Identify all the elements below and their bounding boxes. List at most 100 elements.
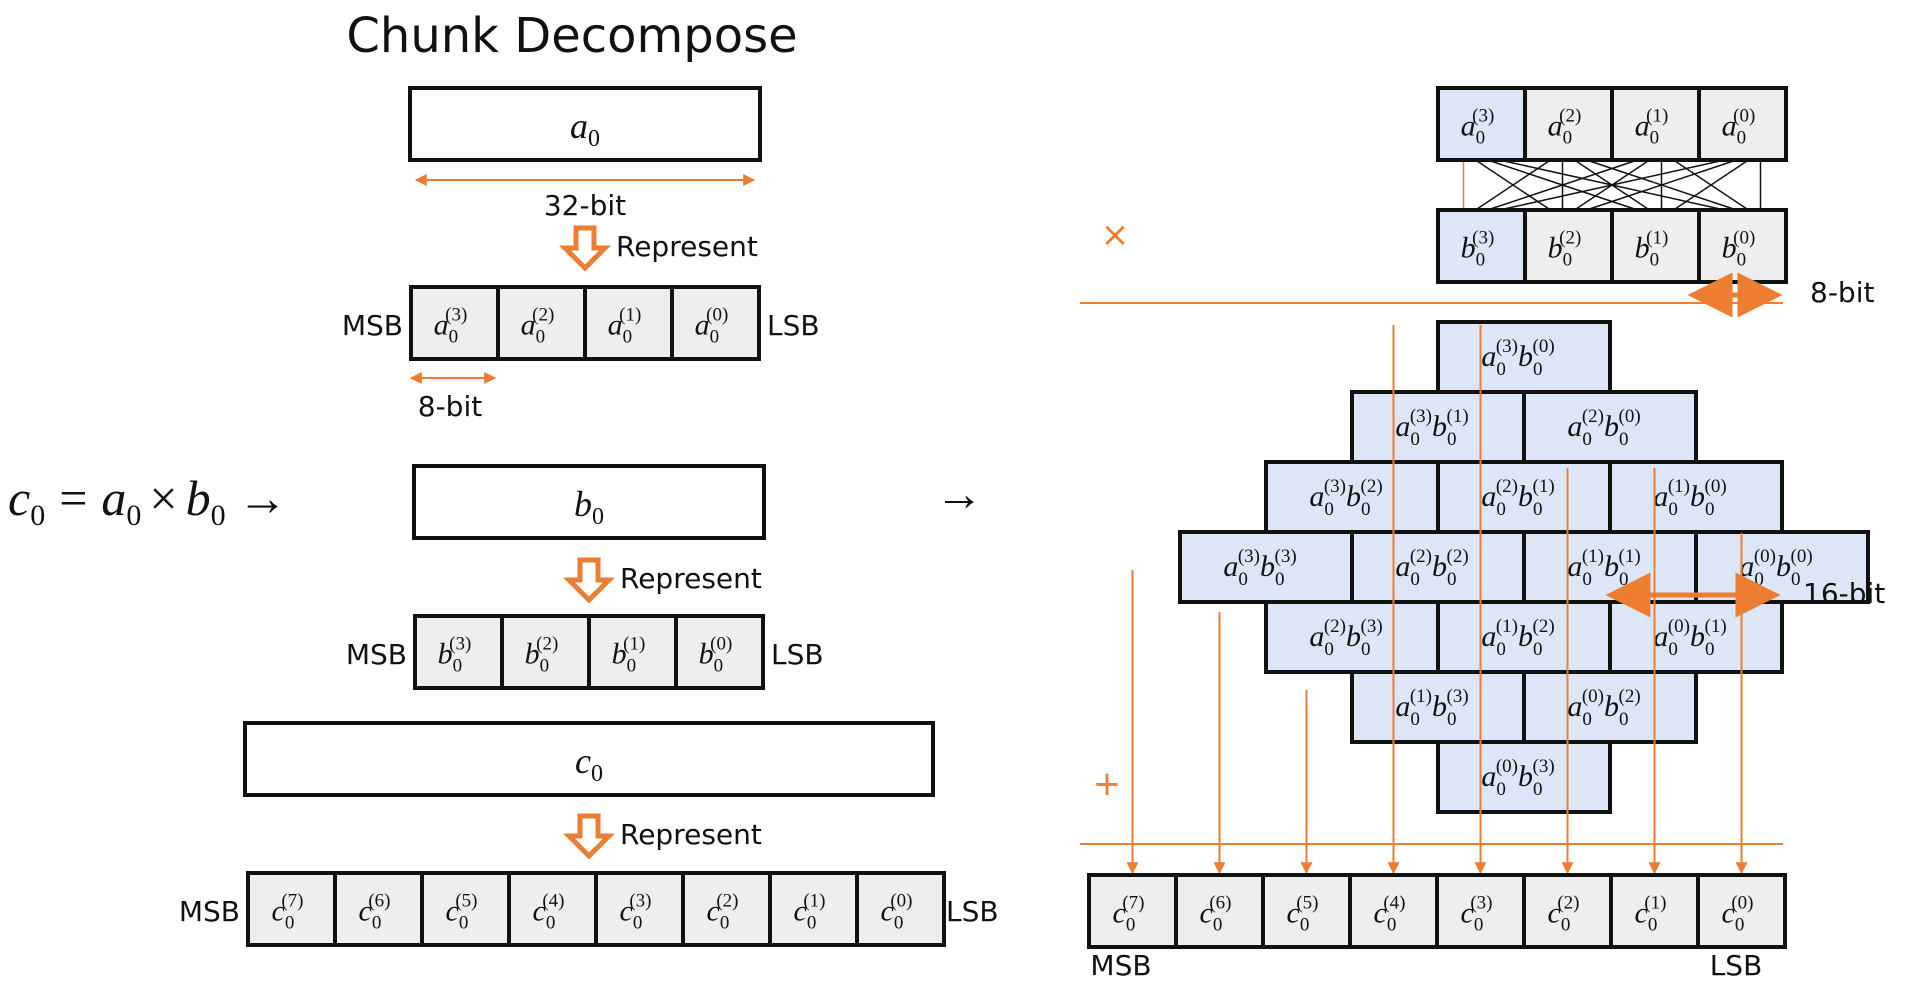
represent-step: Represent (562, 813, 762, 860)
a-chunk-3: a0(3) (409, 285, 500, 361)
c-chunk-2: c0(2) (681, 871, 772, 947)
right-a-chunk-3: a0(3) (1436, 86, 1527, 162)
svg-text:c0: c0 (575, 741, 603, 787)
svg-text:a0(1)b0(3): a0(1)b0(3) (1395, 686, 1468, 730)
svg-text:c0(1): c0(1) (1635, 893, 1667, 936)
svg-text:a0(1)b0(0): a0(1)b0(0) (1653, 476, 1726, 520)
lsb-label: LSB (1710, 949, 1763, 982)
b-chunk-3: b0(3) (413, 614, 504, 690)
right-c-chunk-1: c0(1) (1609, 873, 1700, 949)
a-chunk-0: a0(0) (670, 285, 761, 361)
svg-text:a0(2)b0(1): a0(2)b0(1) (1481, 476, 1554, 520)
word-a0: a0 (408, 86, 762, 162)
svg-text:c0(4): c0(4) (1374, 893, 1406, 936)
svg-text:a0(2): a0(2) (521, 305, 555, 348)
c-chunk-7: c0(7) (246, 871, 337, 947)
svg-text:c0(3): c0(3) (1461, 893, 1493, 936)
label-16bit: 16-bit (1803, 577, 1885, 610)
partial-product: a0(1)b0(2) (1436, 600, 1612, 674)
right-a-chunk-2: a0(2) (1523, 86, 1614, 162)
right-b-chunk-0: b0(0) (1697, 208, 1788, 284)
svg-text:a0(2)b0(0): a0(2)b0(0) (1567, 406, 1640, 450)
svg-text:a0(3): a0(3) (1461, 106, 1495, 149)
svg-text:c0(7): c0(7) (272, 891, 304, 934)
svg-text:b0(3): b0(3) (438, 634, 472, 677)
svg-text:a0(2)b0(3): a0(2)b0(3) (1309, 616, 1382, 660)
svg-text:c0(4): c0(4) (533, 891, 565, 934)
plus-sign: + (1093, 764, 1122, 804)
msb-label: MSB (1090, 949, 1151, 982)
c-chunk-3: c0(3) (594, 871, 685, 947)
svg-text:b0(2): b0(2) (1548, 228, 1582, 271)
svg-text:a0(1): a0(1) (608, 305, 642, 348)
svg-text:a0(3)b0(2): a0(3)b0(2) (1309, 476, 1382, 520)
svg-text:b0: b0 (574, 484, 604, 530)
right-c-chunk-3: c0(3) (1435, 873, 1526, 949)
label-32bit: 32-bit (544, 189, 626, 222)
c-chunk-5: c0(5) (420, 871, 511, 947)
c-chunk-6: c0(6) (333, 871, 424, 947)
transition-arrow: → (935, 468, 983, 521)
right-b-chunk-2: b0(2) (1523, 208, 1614, 284)
svg-text:a0(1)b0(2): a0(1)b0(2) (1481, 616, 1554, 660)
accumulate-arrows (1126, 325, 1748, 875)
svg-text:a0(0): a0(0) (695, 305, 729, 348)
represent-step: Represent (558, 225, 758, 272)
svg-text:c0(2): c0(2) (707, 891, 739, 934)
partial-product: a0(1)b0(0) (1608, 460, 1784, 534)
cross-product-lines (1462, 159, 1762, 211)
partial-product: a0(0)b0(2) (1522, 670, 1698, 744)
svg-text:a0(3)b0(0): a0(3)b0(0) (1481, 336, 1554, 380)
svg-text:a0(3)b0(1): a0(3)b0(1) (1395, 406, 1468, 450)
lsb-label: LSB (771, 638, 824, 671)
a-chunk-2: a0(2) (496, 285, 587, 361)
b-chunk-1: b0(1) (587, 614, 678, 690)
svg-text:c0(0): c0(0) (881, 891, 913, 934)
right-c-chunk-6: c0(6) (1174, 873, 1265, 949)
svg-text:b0(0): b0(0) (699, 634, 733, 677)
right-b-chunk-3: b0(3) (1436, 208, 1527, 284)
word-c0: c0 (243, 721, 935, 797)
right-c-chunk-0: c0(0) (1696, 873, 1787, 949)
svg-text:b0(0): b0(0) (1722, 228, 1756, 271)
svg-text:c0(5): c0(5) (1287, 893, 1319, 936)
svg-text:c0(2): c0(2) (1548, 893, 1580, 936)
svg-text:c0(0): c0(0) (1722, 893, 1754, 936)
times-sign: × (1101, 215, 1130, 255)
lsb-label: LSB (767, 309, 820, 342)
partial-product: a0(1)b0(1) (1522, 530, 1698, 604)
svg-text:a0(0)b0(1): a0(0)b0(1) (1653, 616, 1726, 660)
partial-product: a0(3)b0(1) (1350, 390, 1526, 464)
partial-product: a0(2)b0(2) (1350, 530, 1526, 604)
svg-text:a0(0): a0(0) (1722, 106, 1756, 149)
svg-text:c0(3): c0(3) (620, 891, 652, 934)
msb-label: MSB (342, 309, 403, 342)
right-c-chunk-4: c0(4) (1348, 873, 1439, 949)
c-chunk-1: c0(1) (768, 871, 859, 947)
partial-product: a0(2)b0(3) (1264, 600, 1440, 674)
down-arrow-icon (562, 557, 616, 604)
label-8bit-right: 8-bit (1810, 276, 1874, 309)
word-b0: b0 (412, 464, 766, 540)
partial-product: a0(2)b0(1) (1436, 460, 1612, 534)
down-arrow-icon (562, 813, 616, 860)
svg-text:a0(2)b0(2): a0(2)b0(2) (1395, 546, 1468, 590)
right-b-chunk-1: b0(1) (1610, 208, 1701, 284)
partial-product: a0(2)b0(0) (1522, 390, 1698, 464)
b-chunk-2: b0(2) (500, 614, 591, 690)
partial-product: a0(0)b0(3) (1436, 740, 1612, 814)
svg-text:c0(1): c0(1) (794, 891, 826, 934)
partial-product: a0(3)b0(3) (1178, 530, 1354, 604)
svg-text:c0(6): c0(6) (1200, 893, 1232, 936)
svg-text:a0(0)b0(2): a0(0)b0(2) (1567, 686, 1640, 730)
svg-text:c0(5): c0(5) (446, 891, 478, 934)
svg-text:b0(1): b0(1) (1635, 228, 1669, 271)
right-a-chunk-1: a0(1) (1610, 86, 1701, 162)
partial-product: a0(0)b0(1) (1608, 600, 1784, 674)
down-arrow-icon (558, 225, 612, 272)
svg-text:a0: a0 (570, 106, 600, 152)
svg-text:a0(2): a0(2) (1548, 106, 1582, 149)
svg-text:a0(1): a0(1) (1635, 106, 1669, 149)
right-c-chunk-2: c0(2) (1522, 873, 1613, 949)
